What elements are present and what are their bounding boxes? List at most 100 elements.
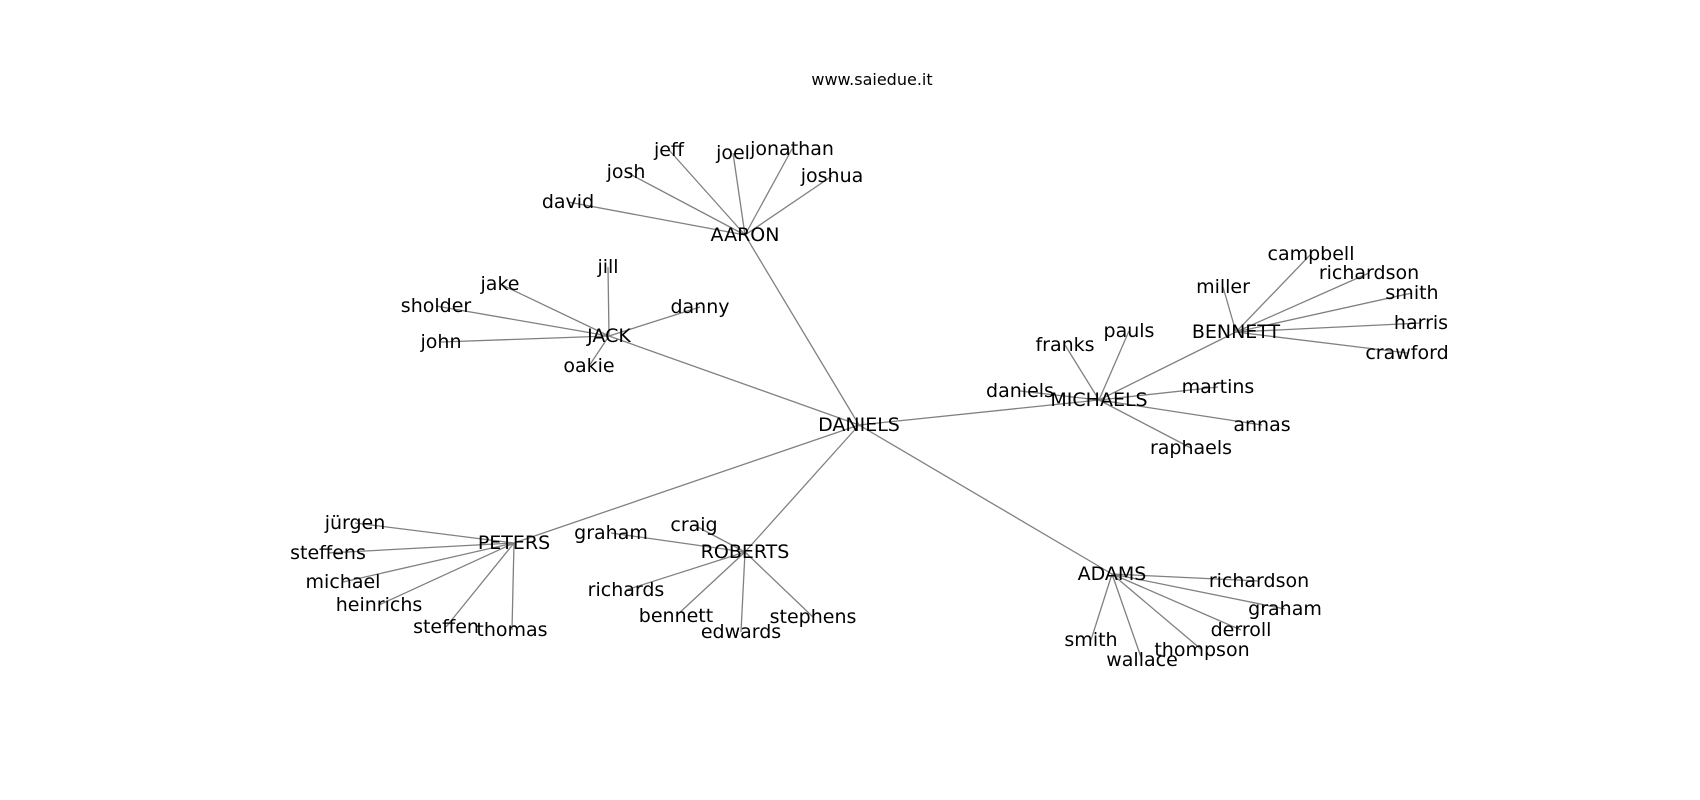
leaf-label-roberts-stephens: stephens <box>770 606 857 628</box>
node-label-aaron: AARON <box>711 224 780 246</box>
edge-bennett-smith <box>1235 292 1413 333</box>
leaf-label-jack-jake: jake <box>480 273 520 295</box>
edge-aaron-joel <box>732 152 746 236</box>
leaf-label-aaron-david: david <box>542 191 594 213</box>
edge-bennett-richardson <box>1235 272 1370 333</box>
edge-peters-michael <box>342 542 515 583</box>
leaf-label-peters-jurgen: jürgen <box>324 512 386 534</box>
edge-michaels-annas <box>1098 399 1263 426</box>
leaf-label-aaron-josh: josh <box>606 161 646 183</box>
leaf-label-roberts-edwards: edwards <box>701 621 781 643</box>
leaf-label-peters-heinrichs: heinrichs <box>336 594 423 616</box>
leaf-label-aaron-joshua: joshua <box>800 165 864 187</box>
edge-michaels-raphaels <box>1098 399 1192 449</box>
site-title: www.saiedue.it <box>811 70 933 89</box>
leaf-label-jack-oakie: oakie <box>563 355 614 377</box>
edge-roberts-richards <box>625 551 746 591</box>
leaf-label-aaron-jeff: jeff <box>653 139 685 161</box>
edge-jack-oakie <box>588 335 610 367</box>
edge-roberts-bennett <box>675 551 746 617</box>
leaf-label-adams-smith: smith <box>1064 629 1117 651</box>
leaf-label-aaron-jonathan: jonathan <box>749 138 834 160</box>
edge-aaron-david <box>567 201 746 236</box>
edge-jack-sholder <box>435 305 610 337</box>
node-label-adams: ADAMS <box>1078 563 1147 585</box>
leaf-label-roberts-craig: craig <box>670 514 717 536</box>
edge-adams-graham <box>1111 573 1286 610</box>
edge-michaels-martins <box>1098 386 1219 401</box>
edge-daniels-aaron <box>744 234 860 426</box>
leaf-label-michaels-martins: martins <box>1182 376 1255 398</box>
leaf-label-michaels-annas: annas <box>1233 414 1290 436</box>
edge-daniels-jack <box>608 335 860 426</box>
leaf-label-michaels-daniels: daniels <box>986 380 1054 402</box>
edge-daniels-roberts <box>744 424 860 553</box>
leaf-label-peters-steffen: steffen <box>413 616 479 638</box>
edge-roberts-craig <box>693 524 746 553</box>
leaf-label-michaels-franks: franks <box>1035 334 1094 356</box>
leaf-label-bennett-richardson: richardson <box>1319 262 1419 284</box>
edge-bennett-harris <box>1235 322 1422 333</box>
edge-peters-steffens <box>327 542 515 554</box>
leaf-label-bennett-miller: miller <box>1196 276 1250 298</box>
edge-aaron-joshua <box>744 175 833 236</box>
edge-jack-john <box>440 335 610 343</box>
leaf-label-michaels-pauls: pauls <box>1104 320 1155 342</box>
leaf-label-jack-danny: danny <box>670 296 729 318</box>
edge-roberts-stephens <box>744 551 814 618</box>
edge-peters-heinrichs <box>378 542 515 606</box>
edge-bennett-campbell <box>1235 253 1312 333</box>
edge-bennett-miller <box>1222 286 1237 333</box>
leaf-label-adams-thompson: thompson <box>1154 639 1249 661</box>
leaf-label-bennett-crawford: crawford <box>1365 342 1448 364</box>
node-label-peters: PETERS <box>478 532 550 554</box>
leaf-label-adams-wallace: wallace <box>1106 649 1178 671</box>
node-label-root: DANIELS <box>818 414 900 436</box>
leaf-label-roberts-bennett: bennett <box>639 605 713 627</box>
node-label-michaels: MICHAELS <box>1050 389 1147 411</box>
edge-adams-thompson <box>1111 573 1203 651</box>
leaf-label-aaron-joel: joel <box>715 142 750 164</box>
leaf-label-adams-derroll: derroll <box>1211 619 1272 641</box>
edge-jack-jake <box>499 283 610 337</box>
leaf-label-jack-sholder: sholder <box>401 295 472 317</box>
leaf-label-roberts-richards: richards <box>588 579 665 601</box>
edge-adams-wallace <box>1111 573 1143 661</box>
edge-roberts-graham <box>610 532 746 553</box>
node-label-jack: JACK <box>586 325 631 347</box>
edge-jack-danny <box>608 306 701 337</box>
edge-jack-jill <box>607 266 610 337</box>
leaf-label-peters-steffens: steffens <box>290 542 366 564</box>
edge-michaels-bennett <box>1098 331 1237 401</box>
leaf-label-bennett-harris: harris <box>1394 312 1448 334</box>
edge-adams-richardson <box>1111 573 1260 582</box>
edge-michaels-daniels <box>1019 390 1100 401</box>
edge-peters-thomas <box>511 542 515 631</box>
edge-aaron-josh <box>625 171 746 236</box>
edge-adams-smith <box>1090 573 1113 641</box>
edge-michaels-pauls <box>1098 330 1130 401</box>
edge-daniels-peters <box>513 424 860 544</box>
leaf-label-bennett-campbell: campbell <box>1268 243 1355 265</box>
edge-peters-steffen <box>445 542 515 628</box>
edge-adams-derroll <box>1111 573 1242 631</box>
edge-bennett-crawford <box>1235 331 1408 354</box>
leaf-label-roberts-graham: graham <box>574 522 648 544</box>
leaf-label-jack-john: john <box>420 331 462 353</box>
leaf-label-peters-michael: michael <box>306 571 381 593</box>
edge-daniels-michaels <box>858 399 1100 426</box>
edge-roberts-edwards <box>740 551 746 633</box>
edge-aaron-jonathan <box>744 148 793 236</box>
edge-daniels-adams <box>858 424 1113 575</box>
leaf-label-adams-richardson: richardson <box>1209 570 1309 592</box>
edge-aaron-jeff <box>668 149 746 236</box>
leaf-label-adams-graham: graham <box>1248 598 1322 620</box>
node-label-bennett: BENNETT <box>1192 321 1281 343</box>
edge-michaels-franks <box>1064 344 1100 401</box>
leaf-label-bennett-smith: smith <box>1385 282 1438 304</box>
leaf-label-peters-thomas: thomas <box>476 619 547 641</box>
leaf-label-jack-jill: jill <box>596 256 618 278</box>
node-label-roberts: ROBERTS <box>701 541 790 563</box>
